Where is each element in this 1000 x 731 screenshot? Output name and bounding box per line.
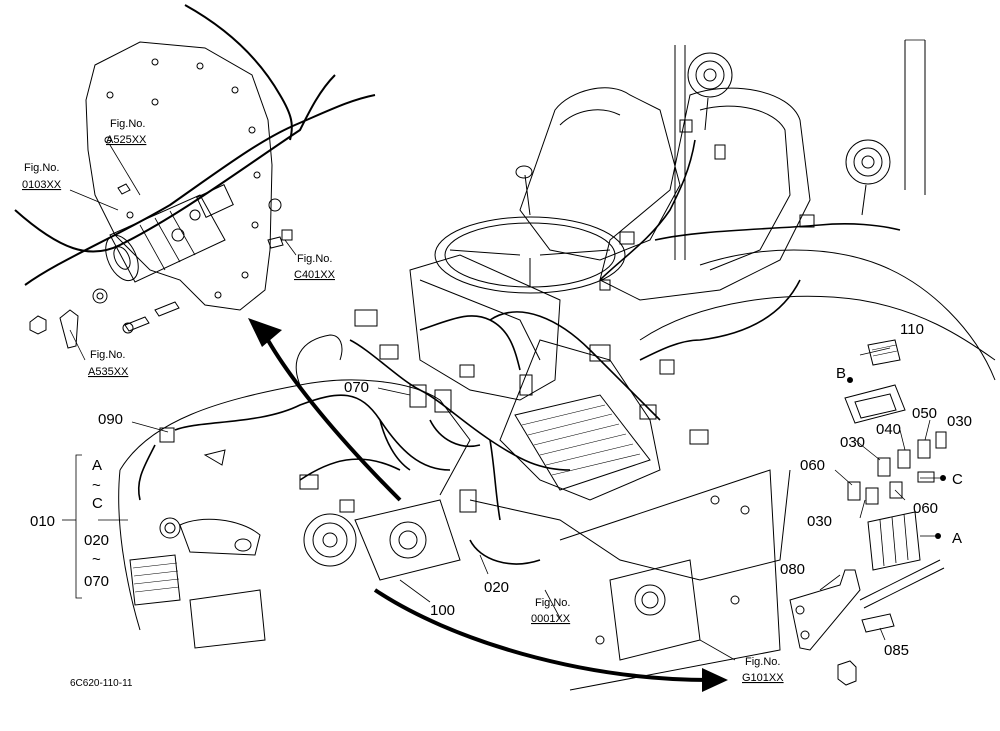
range-end-070: 070 [84,573,109,590]
steering-wheel [434,216,626,294]
fig-number-0103: 0103XX [22,179,62,191]
part-label-080[interactable]: 080 [780,561,805,578]
fig-prefix-label: Fig.No. [110,118,145,130]
part-label-090[interactable]: 090 [98,411,123,428]
ref-dot-b [847,377,853,383]
tractor-outline [118,39,996,691]
operator-seat [519,87,811,301]
fig-ref-a525[interactable]: Fig.No. A525XX [106,118,147,146]
alternator [303,499,461,581]
fig-ref-0001[interactable]: Fig.No. 0001XX [531,597,571,625]
ref-dot-a [935,533,941,539]
range-end-c: C [92,495,103,512]
front-headlights [159,449,261,556]
part-label-010[interactable]: 010 [30,513,55,530]
side-grille [514,394,651,491]
part-label-b[interactable]: B [836,365,846,382]
part-label-110[interactable]: 110 [900,321,924,338]
part-label-040[interactable]: 040 [876,421,901,438]
part-label-050[interactable]: 050 [912,405,937,422]
part-label-c[interactable]: C [952,471,963,488]
range-start-a: A [92,457,102,474]
part-label-030-top[interactable]: 030 [947,413,972,430]
fig-prefix-label: Fig.No. [297,253,332,265]
part-label-060-right[interactable]: 060 [913,500,938,517]
fig-number-g101: G101XX [742,672,784,684]
fig-prefix-label: Fig.No. [535,597,570,609]
fuse-box-assembly [789,339,947,686]
drawing-code: 6C620-110-11 [70,678,133,689]
starter-motor-inset [14,4,376,349]
leader-lines [69,144,940,661]
fig-ref-0103[interactable]: Fig.No. 0103XX [22,162,62,191]
range-tilde-2: ~ [92,551,101,568]
range-tilde-1: ~ [92,477,101,494]
fig-number-a525: A525XX [106,134,147,146]
starter-motor [105,184,234,283]
part-label-a[interactable]: A [952,530,962,547]
range-start-020: 020 [84,532,109,549]
part-label-030-mid[interactable]: 030 [840,434,865,451]
work-lights [687,52,891,216]
front-grille [129,554,266,649]
harness-connectors [159,119,815,513]
fig-number-a535: A535XX [88,366,129,378]
part-label-085[interactable]: 085 [884,642,909,659]
part-label-060-left[interactable]: 060 [800,457,825,474]
fig-number-0001: 0001XX [531,613,571,625]
range-bracket-010 [62,454,82,599]
part-label-100[interactable]: 100 [430,602,455,619]
callout-arrows [248,318,728,692]
part-label-030-bottom[interactable]: 030 [807,513,832,530]
fig-prefix-label: Fig.No. [90,349,125,361]
fig-prefix-label: Fig.No. [745,656,780,668]
fig-prefix-label: Fig.No. [24,162,59,174]
fig-ref-c401[interactable]: Fig.No. C401XX [294,253,336,281]
part-label-020[interactable]: 020 [484,579,509,596]
fig-ref-a535[interactable]: Fig.No. A535XX [88,349,129,378]
housing-bolt-holes [104,58,261,299]
fig-ref-g101[interactable]: Fig.No. G101XX [742,656,784,684]
range-labels-010: A ~ C 020 ~ 070 [84,457,109,590]
fig-number-c401: C401XX [294,269,336,281]
ref-dot-c [940,475,946,481]
starter-hardware [29,183,293,349]
part-label-070[interactable]: 070 [344,379,369,396]
